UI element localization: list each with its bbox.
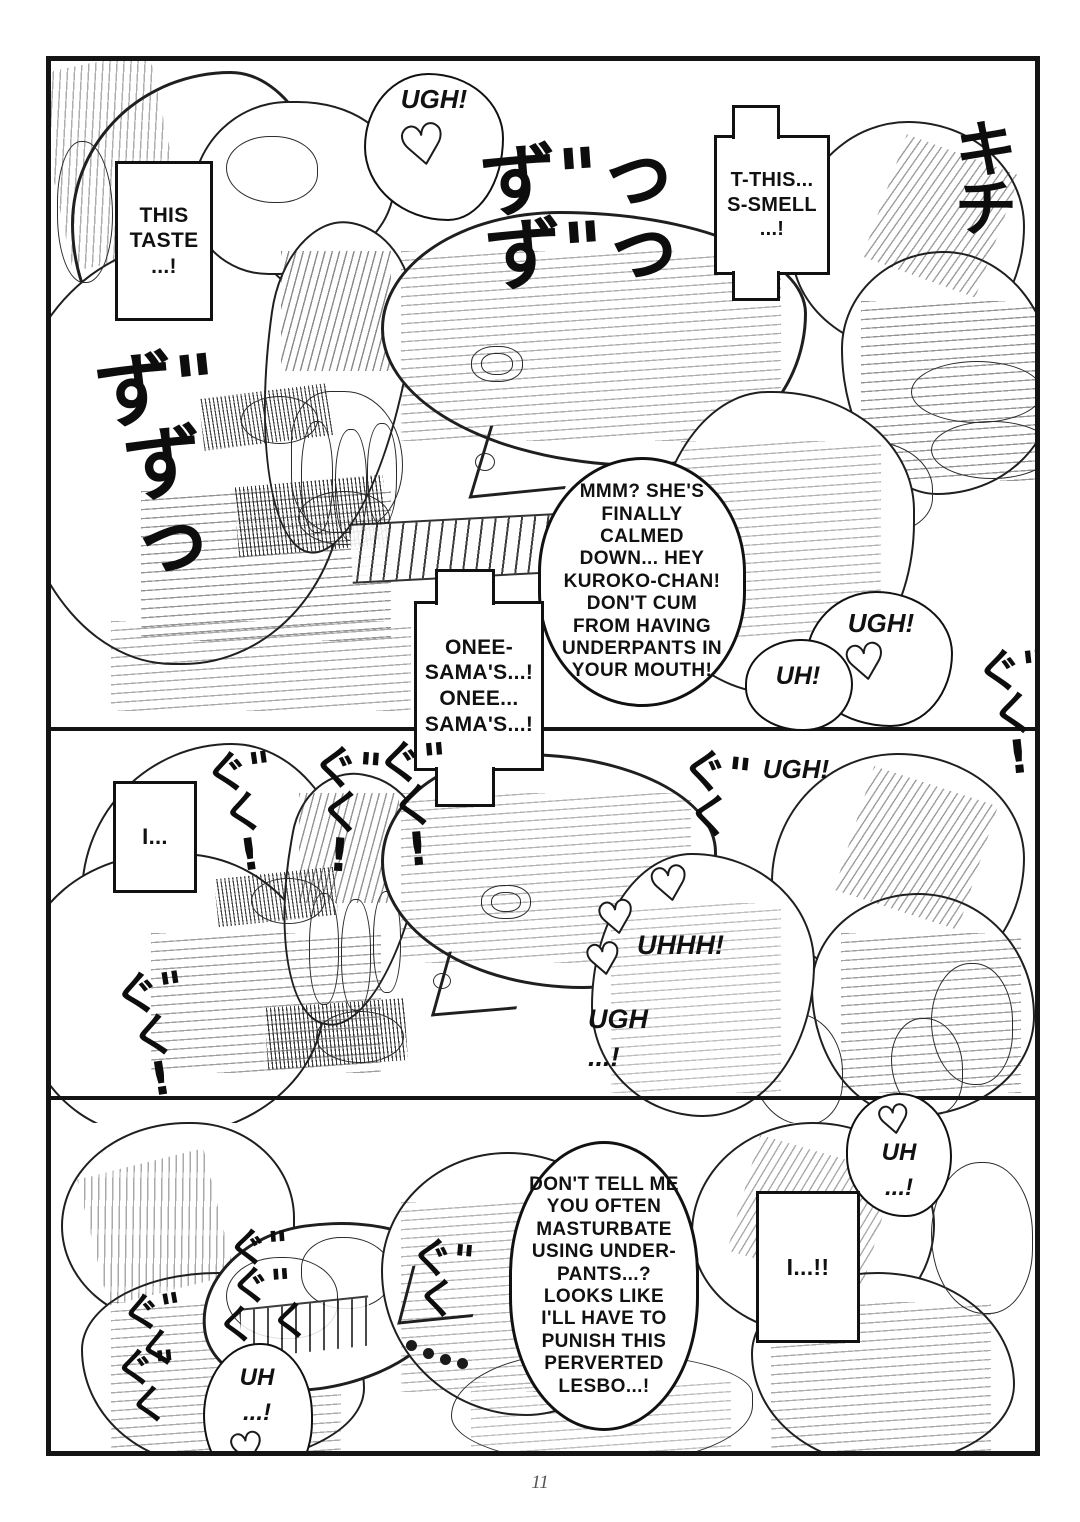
shout-ugh-mid-lower: UGH ...! [588, 1004, 648, 1072]
heart-icon-top: ♥ [393, 109, 454, 181]
shout-uh-bottom-right: UH ...! [881, 1139, 917, 1201]
shout-ugh-mid-right: UGH! [847, 608, 915, 638]
caption-onee-samas-text: ONEE- SAMA'S...! ONEE... SAMA'S...! [424, 635, 534, 736]
caption-i-dots-text: I... [142, 823, 168, 849]
panel-divider-2 [51, 1096, 1035, 1100]
caption-onee-samas-notch-top [435, 569, 495, 605]
caption-i-exclaim-text: I...!! [786, 1253, 830, 1280]
comic-page-frame: ず" ず っ ず"っ ず"っ キチ UGH! ♥ THIS TASTE ...!… [46, 56, 1040, 1456]
heart-icon-mid-3: ♥ [580, 931, 628, 988]
sfx-mid-left-a: ぐ" く ! [201, 741, 276, 882]
sfx-mid-left-d: ぐ" く ! [110, 960, 188, 1108]
sfx-bottom-c: ぐ" く [112, 1342, 179, 1431]
shout-uh-mid-right: UH! [775, 662, 821, 690]
heart-icon-mid-right: ♥ [838, 631, 892, 696]
caption-t-this-notch-bottom [732, 271, 780, 301]
balloon-dont-tell-me: DON'T TELL ME YOU OFTEN MASTURBATE USING… [509, 1141, 699, 1431]
shout-uh-bottom-left: UH ...! [239, 1364, 275, 1426]
caption-t-this-smell: T-THIS... S-SMELL ...! [714, 135, 830, 275]
caption-this-taste-text: THIS TASTE ...! [129, 203, 199, 278]
sfx-top-right: キチ [954, 113, 1017, 245]
page-number: 11 [531, 1472, 549, 1493]
caption-i-exclaim: I...!! [756, 1191, 860, 1343]
sfx-bottom-d: ぐ" く [408, 1231, 477, 1325]
caption-t-this-notch [732, 105, 780, 139]
shout-ugh-top: UGH! [400, 84, 468, 114]
shout-uhhh-mid: UHHH! [637, 930, 724, 960]
sfx-top-left: ず" ず っ [90, 336, 222, 591]
balloon-mmm-calmed-down-text: MMM? SHE'S FINALLY CALMED DOWN... HEY KU… [561, 481, 723, 682]
panel-middle-artwork [51, 733, 1035, 1123]
sfx-mid-right: ぐ" く ! [973, 639, 1040, 786]
sfx-bottom-a: ぐ" ぐ" く く [215, 1223, 313, 1351]
caption-onee-samas: ONEE- SAMA'S...! ONEE... SAMA'S...! [414, 601, 544, 771]
caption-t-this-smell-text: T-THIS... S-SMELL ...! [727, 169, 817, 241]
shout-ugh-mid-right-2: UGH! [762, 754, 830, 784]
caption-this-taste: THIS TASTE ...! [115, 161, 213, 321]
heart-icon-mid-1: ♥ [644, 853, 696, 915]
caption-i-dots: I... [113, 781, 197, 893]
balloon-dont-tell-me-text: DON'T TELL ME YOU OFTEN MASTURBATE USING… [529, 1173, 679, 1397]
sfx-mid-center: ぐ" く [678, 741, 754, 845]
balloon-mmm-calmed-down: MMM? SHE'S FINALLY CALMED DOWN... HEY KU… [538, 457, 746, 707]
caption-onee-samas-notch-bottom [435, 767, 495, 807]
sfx-mid-left-b: ぐ" く ! [310, 738, 384, 883]
sfx-bottom-b: ぐ" く [118, 1284, 187, 1376]
heart-icon-bottom-left: ♥ [224, 1422, 269, 1456]
